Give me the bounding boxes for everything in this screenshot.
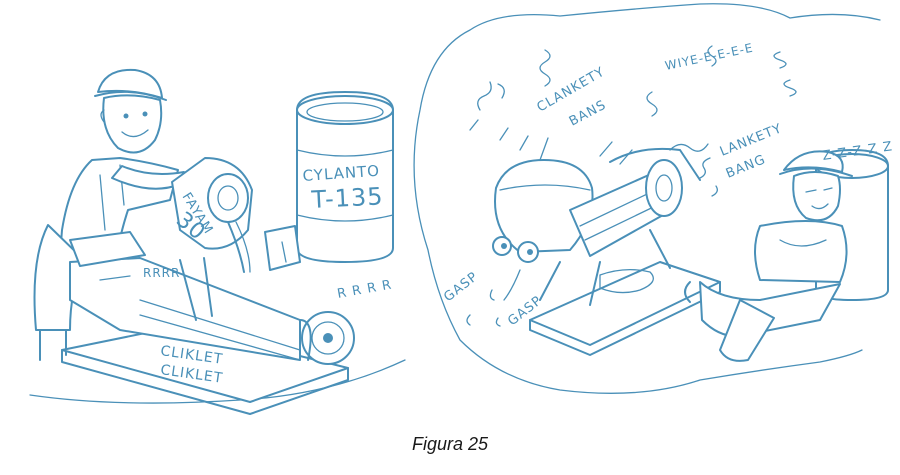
sleeping-mechanic [684, 150, 853, 362]
barrel-label-2: T-135 [310, 182, 384, 214]
sound-lankety: LANKETY [718, 121, 785, 160]
engine-right [466, 137, 721, 356]
sound-gasp-1: GASP [441, 269, 481, 305]
dream-bubble [413, 3, 881, 394]
oil-can [171, 157, 253, 273]
barrel-cylanto [296, 91, 394, 263]
left-panel: CYLANTO T-135 [29, 68, 406, 415]
sound-rrrr-1: RRRR [143, 266, 180, 280]
right-panel: CLANKETY BANS WIYE-E-E-E-E LANKETY BANG … [413, 3, 894, 394]
figure-caption: Figura 25 [411, 434, 489, 454]
mechanic [33, 68, 185, 361]
barrel-label-1: CYLANTO [302, 162, 381, 185]
sound-wiye: WIYE-E-E-E-E [664, 41, 755, 73]
sound-bans: BANS [567, 98, 609, 130]
engine-left [61, 225, 355, 415]
smoke-puffs [469, 45, 797, 197]
sound-rrrr-2: R R R R [336, 278, 393, 302]
